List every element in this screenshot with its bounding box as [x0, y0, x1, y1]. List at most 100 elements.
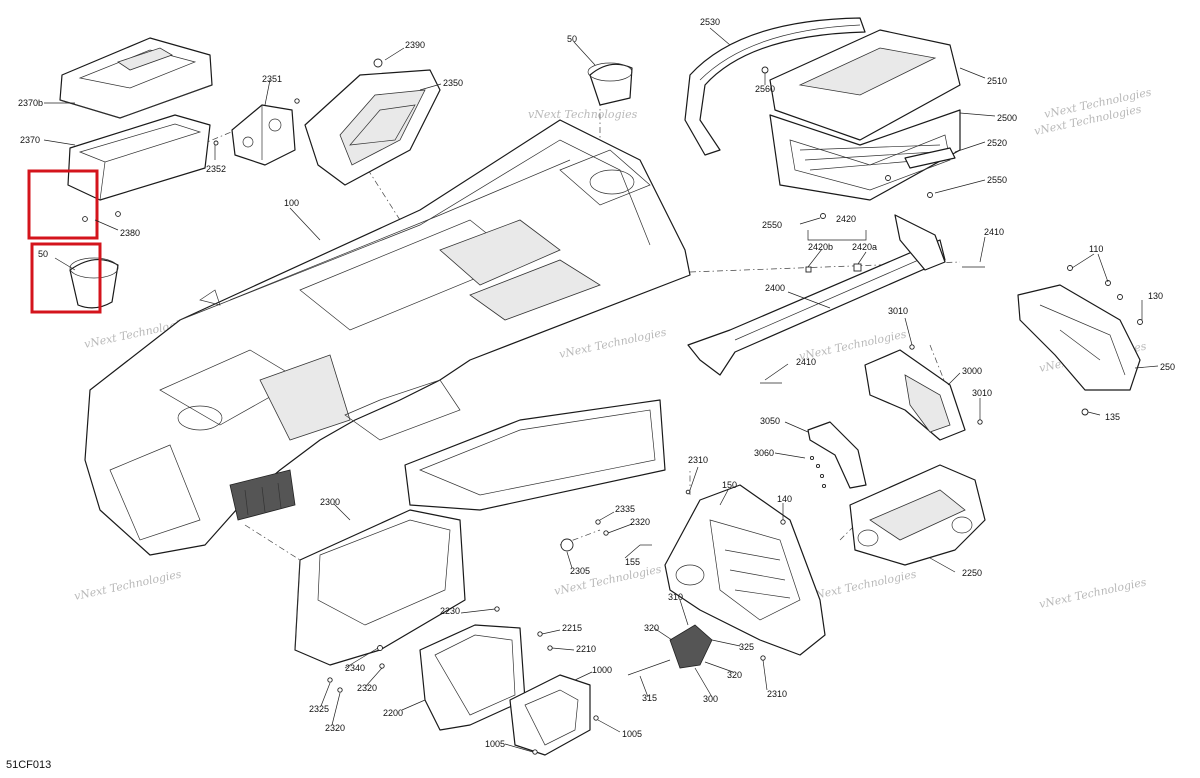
screw-icon [537, 631, 543, 637]
part-label: 130 [1148, 291, 1163, 301]
part-label: 2420a [852, 242, 877, 252]
screw-icon [213, 140, 219, 146]
watermark: vNext Technologies [528, 108, 638, 121]
screw-icon [379, 663, 385, 669]
part-label: 3060 [754, 448, 774, 458]
screw-icon [547, 645, 553, 651]
watermark: vNext Technologies [73, 567, 183, 603]
part-label: 325 [739, 642, 754, 652]
screw-icon [1067, 265, 1073, 271]
part-50-cupholder-top [587, 62, 633, 106]
screw-icon [977, 419, 983, 425]
part-3000-side-panel [864, 349, 966, 441]
screw-icon [603, 530, 609, 536]
part-label: 1005 [622, 729, 642, 739]
part-label: 3010 [972, 388, 992, 398]
part-label: 2370 [20, 135, 40, 145]
part-label: 2550 [987, 175, 1007, 185]
part-label: 2352 [206, 164, 226, 174]
highlight-box [27, 169, 99, 240]
part-label: 2560 [755, 84, 775, 94]
part-label: 2350 [443, 78, 463, 88]
screw-icon [82, 216, 88, 222]
part-label: 2335 [615, 504, 635, 514]
part-label: 50 [38, 249, 48, 259]
part-label: 2340 [345, 663, 365, 673]
part-label: 140 [777, 494, 792, 504]
part-label: 2400 [765, 283, 785, 293]
part-250-side-bracket [1017, 284, 1141, 391]
part-label: 310 [668, 592, 683, 602]
part-label: 2390 [405, 40, 425, 50]
part-label: 2420b [808, 242, 833, 252]
screw-icon [1081, 408, 1089, 416]
screw-icon [532, 749, 538, 755]
part-label: 315 [642, 693, 657, 703]
part-label: 3050 [760, 416, 780, 426]
part-label: 250 [1160, 362, 1175, 372]
part-label: 2380 [120, 228, 140, 238]
part-label: 150 [722, 480, 737, 490]
part-label: 2325 [309, 704, 329, 714]
screw-icon [909, 344, 915, 350]
screw-icon [821, 483, 827, 489]
screw-icon [820, 213, 826, 219]
part-2400-crossbar [687, 214, 946, 376]
part-2200-door [419, 624, 526, 731]
part-2300-lower-panel [294, 509, 466, 666]
part-2510-storage-box [769, 29, 961, 141]
part-label: 2320 [630, 517, 650, 527]
highlight-box [30, 242, 102, 314]
screw-icon [377, 645, 383, 651]
part-label: 320 [727, 670, 742, 680]
part-label: 320 [644, 623, 659, 633]
part-label: 2320 [357, 683, 377, 693]
screw-icon [373, 58, 383, 68]
screw-icon [327, 677, 333, 683]
screw-icon [780, 519, 786, 525]
part-label: 1000 [592, 665, 612, 675]
watermark: vNext Technologies [808, 567, 918, 603]
part-label: 155 [625, 557, 640, 567]
screw-icon [815, 463, 821, 469]
part-label: 2310 [688, 455, 708, 465]
part-label: 2250 [962, 568, 982, 578]
part-label: 2510 [987, 76, 1007, 86]
part-label: 2370b [18, 98, 43, 108]
part-label: 110 [1089, 244, 1103, 254]
screw-icon [494, 606, 500, 612]
part-label: 2420 [836, 214, 856, 224]
part-3050-bracket [807, 421, 867, 489]
clip-icon [853, 263, 862, 272]
clip-icon [805, 266, 812, 273]
part-label: 2520 [987, 138, 1007, 148]
part-label: 3010 [888, 306, 908, 316]
part-lower-tray [404, 399, 666, 511]
knob-icon [560, 538, 574, 552]
part-label: 3000 [962, 366, 982, 376]
watermark: vNext Technologies [1038, 575, 1148, 611]
part-2530-grab-handle [684, 17, 866, 156]
part-label: 2320 [325, 723, 345, 733]
screw-icon [595, 519, 601, 525]
screw-icon [1137, 319, 1143, 325]
diagram-code: 51CF013 [6, 759, 51, 771]
part-label: 2215 [562, 623, 582, 633]
screw-icon [115, 211, 121, 217]
part-label: 2410 [984, 227, 1004, 237]
part-150-center-console [664, 484, 826, 656]
part-label: 1005 [485, 739, 505, 749]
part-2520-strip [904, 147, 956, 169]
screw-icon [337, 687, 343, 693]
part-label: 2351 [262, 74, 282, 84]
part-label: 2530 [700, 17, 720, 27]
leader-lines [43, 27, 1159, 753]
part-label: 2230 [440, 606, 460, 616]
part-labels: 2370b 2370 2352 2380 2351 2390 2350 50 5… [18, 17, 1175, 749]
screw-icon [885, 175, 891, 181]
part-50-cupholder-left [69, 257, 119, 309]
part-label: 100 [284, 198, 299, 208]
part-2370-tray [67, 114, 211, 201]
screw-icon [760, 655, 766, 661]
